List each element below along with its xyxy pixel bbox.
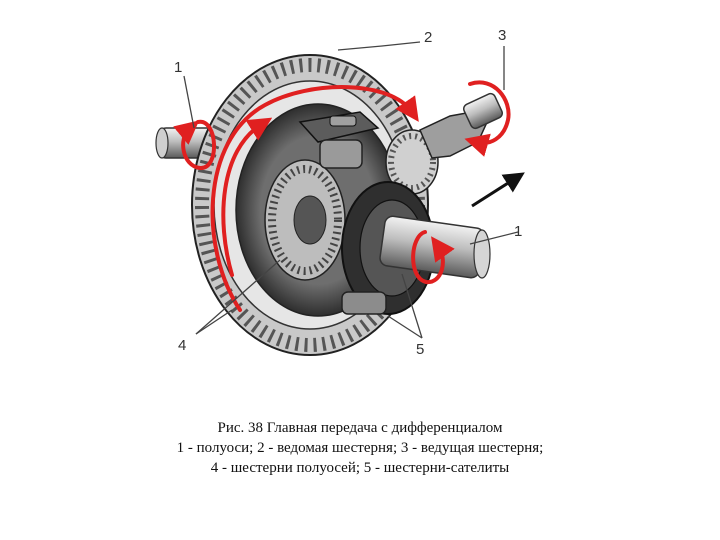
callout-axle-right: 1 (514, 223, 522, 240)
differential-illustration: 1 2 3 1 4 5 (120, 20, 540, 360)
caption-line-2: 1 - полуоси; 2 - ведомая шестерня; 3 - в… (176, 440, 544, 456)
caption-line-1: Рис. 38 Главная передача с дифференциало… (217, 420, 503, 436)
side-gear (264, 159, 346, 281)
leader-lines (183, 41, 519, 339)
callout-axle-left: 1 (174, 59, 182, 76)
figure-caption: Рис. 38 Главная передача с дифференциало… (60, 418, 660, 478)
right-axle-rotation-arrow (411, 230, 455, 285)
pinion-rotation-arrow (464, 80, 511, 157)
ring-rotation-arrow (210, 85, 419, 312)
top-satellite-gear (298, 111, 380, 169)
callout-driven-gear: 2 (424, 29, 432, 46)
ring-outer-rotation-arrow (221, 117, 273, 277)
drive-pinion-gear (385, 92, 504, 195)
left-axle-rotation-arrow (173, 119, 216, 170)
callout-side-gears: 4 (178, 337, 186, 354)
caption-line-3: 4 - шестерни полуосей; 5 - шестерни-сате… (210, 460, 510, 476)
rotation-arrows (173, 80, 511, 312)
callout-satellite-gears: 5 (416, 341, 424, 358)
callout-drive-gear: 3 (498, 27, 506, 44)
direction-arrow (471, 172, 525, 208)
